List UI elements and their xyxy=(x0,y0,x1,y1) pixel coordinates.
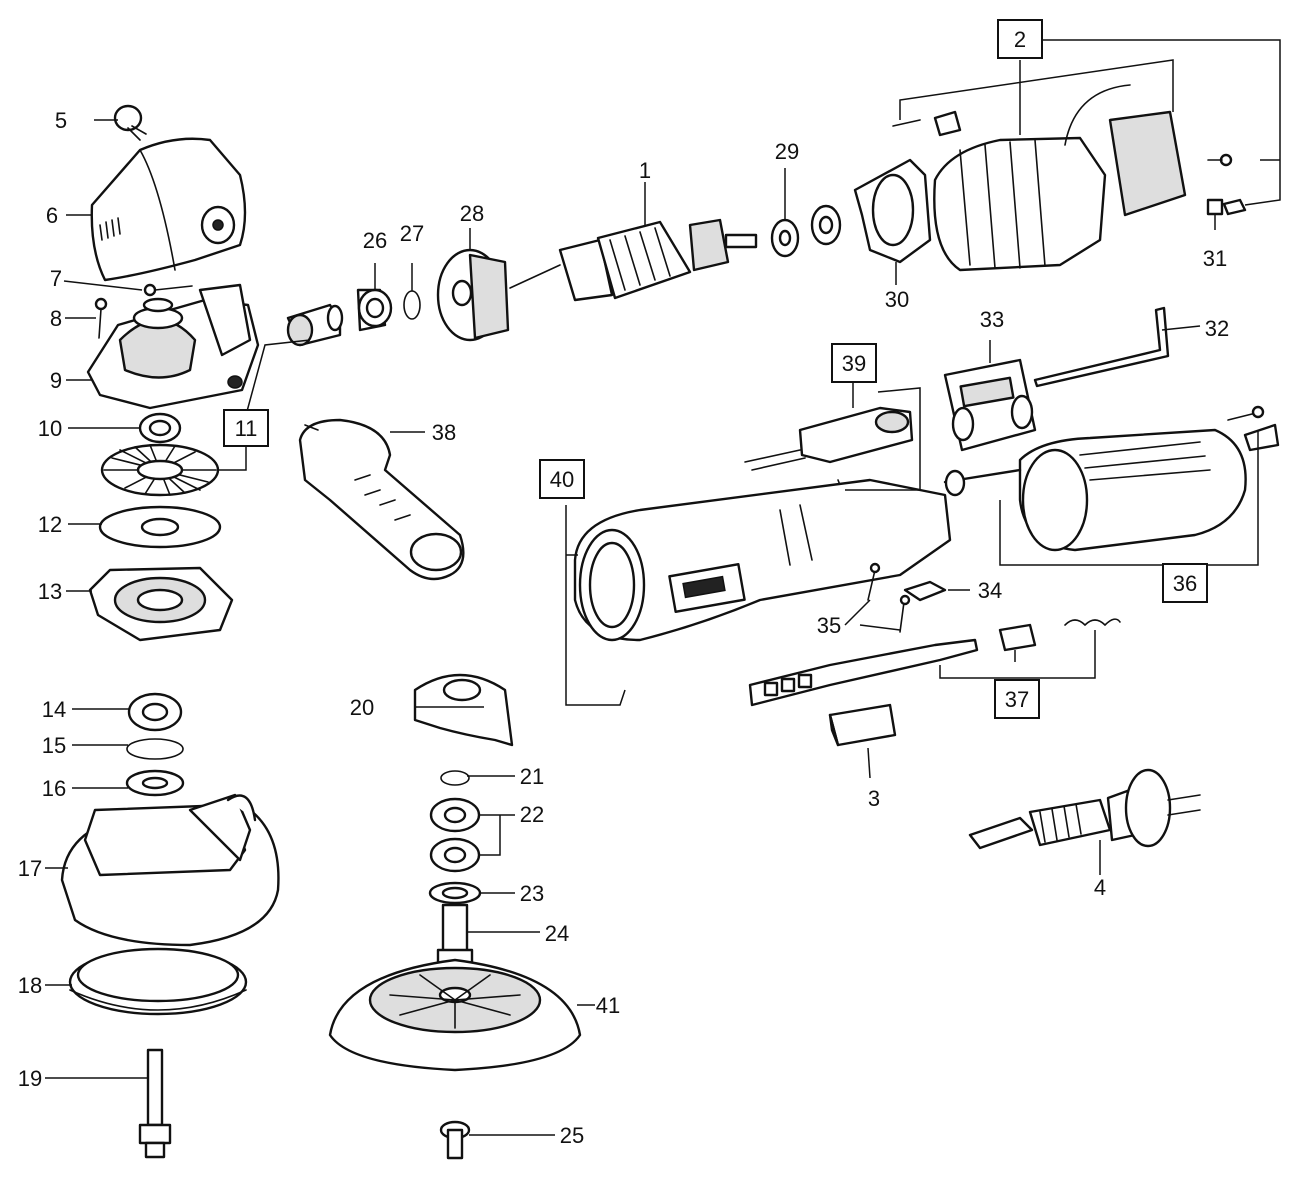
label-27: 27 xyxy=(400,221,424,246)
label-39: 39 xyxy=(842,351,866,376)
part-27-circlip xyxy=(403,290,421,320)
part-28-fan xyxy=(436,248,510,342)
label-22: 22 xyxy=(520,802,544,827)
label-10: 10 xyxy=(38,416,62,441)
part-35-screws xyxy=(867,562,911,633)
part-19-shaft xyxy=(138,1048,172,1159)
label-16: 16 xyxy=(42,776,66,801)
label-18: 18 xyxy=(18,973,42,998)
part-3-switch-button xyxy=(828,703,897,747)
label-41: 41 xyxy=(596,993,620,1018)
label-29: 29 xyxy=(775,139,799,164)
part-6-gear-cover xyxy=(90,137,247,282)
part-10-bearing xyxy=(138,412,182,444)
label-34: 34 xyxy=(978,578,1002,603)
box-36 xyxy=(1162,563,1208,603)
label-14: 14 xyxy=(42,697,66,722)
part-14-bearing xyxy=(127,692,183,732)
label-32: 32 xyxy=(1205,316,1229,341)
part-8-screw xyxy=(94,297,108,339)
part-38-side-handle xyxy=(298,418,465,581)
label-25: 25 xyxy=(560,1123,584,1148)
label-17: 17 xyxy=(18,856,42,881)
part-37-switch-slide xyxy=(748,618,1121,707)
part-29-bearing xyxy=(770,204,842,258)
part-26-bearing xyxy=(356,288,393,332)
part-36-rear-housing xyxy=(943,405,1280,552)
part-11-pinion xyxy=(286,303,344,347)
label-4: 4 xyxy=(1094,875,1106,900)
label-9: 9 xyxy=(50,368,62,393)
part-7-screw xyxy=(143,283,193,297)
label-38: 38 xyxy=(432,420,456,445)
label-21: 21 xyxy=(520,764,544,789)
part-21-circlip xyxy=(440,770,470,786)
part-1-armature xyxy=(509,218,758,302)
leader-lines xyxy=(45,39,1281,1136)
label-33: 33 xyxy=(980,307,1004,332)
part-5-screw xyxy=(113,104,147,141)
part-22-bearings xyxy=(429,797,481,873)
part-30-baffle xyxy=(853,158,932,264)
part-13-flange xyxy=(88,566,234,642)
part-2-stator xyxy=(892,84,1233,272)
label-24: 24 xyxy=(545,921,569,946)
label-20: 20 xyxy=(350,695,374,720)
label-12: 12 xyxy=(38,512,62,537)
part-33-switch-cover xyxy=(943,358,1037,452)
label-5: 5 xyxy=(55,108,67,133)
label-1: 1 xyxy=(639,158,651,183)
part-20-counterweight xyxy=(413,673,514,747)
part-31-brush xyxy=(1206,198,1247,216)
label-31: 31 xyxy=(1203,246,1227,271)
part-11-bevel-gear xyxy=(100,443,220,497)
label-11: 11 xyxy=(235,416,258,441)
part-9-gear-housing xyxy=(86,283,260,410)
part-17-head-housing xyxy=(60,793,280,947)
label-28: 28 xyxy=(460,201,484,226)
part-labels: 5 6 7 8 9 10 12 13 14 15 16 17 18 19 20 … xyxy=(18,108,1229,1148)
label-30: 30 xyxy=(885,287,909,312)
box-40 xyxy=(539,459,585,499)
label-40: 40 xyxy=(550,467,574,492)
part-23-washer xyxy=(428,881,482,905)
label-36: 36 xyxy=(1173,571,1197,596)
label-26: 26 xyxy=(363,228,387,253)
part-41-sanding-pad xyxy=(328,958,582,1072)
box-37 xyxy=(994,679,1040,719)
part-15-circlip xyxy=(126,738,184,760)
part-12-washer xyxy=(98,505,222,549)
part-18-ring xyxy=(68,947,248,1016)
part-4-power-cord xyxy=(968,768,1201,850)
label-35: 35 xyxy=(817,613,841,638)
label-15: 15 xyxy=(42,733,66,758)
label-3: 3 xyxy=(868,786,880,811)
part-16-washer xyxy=(125,769,185,797)
box-39 xyxy=(831,343,877,383)
label-7: 7 xyxy=(50,266,62,291)
box-2 xyxy=(997,19,1043,59)
part-25-screw xyxy=(439,1120,471,1160)
label-8: 8 xyxy=(50,306,62,331)
label-37: 37 xyxy=(1005,687,1029,712)
label-2: 2 xyxy=(1014,27,1026,52)
part-40-motor-housing xyxy=(573,478,952,642)
boxed-labels: 2 11 39 40 36 37 xyxy=(223,19,1208,719)
part-39-switch xyxy=(744,406,914,491)
label-13: 13 xyxy=(38,579,62,604)
box-11 xyxy=(223,409,269,447)
label-6: 6 xyxy=(46,203,58,228)
label-19: 19 xyxy=(18,1066,42,1091)
part-32-hex-key xyxy=(1033,306,1170,388)
label-23: 23 xyxy=(520,881,544,906)
part-34-clip xyxy=(903,580,947,602)
